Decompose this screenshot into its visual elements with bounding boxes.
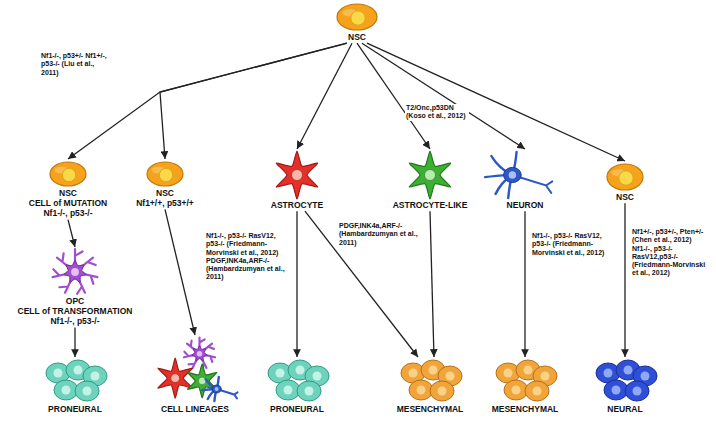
cell-illustration [402, 150, 458, 200]
astrocyte-cell: ASTROCYTE [264, 150, 330, 210]
tumor-cluster: PRONEURAL [261, 358, 333, 414]
lineage-arrow [624, 203, 625, 357]
cell-illustration [42, 358, 108, 404]
cell-label: Nf1-/-, p53-/- [15, 316, 136, 326]
tumor-cluster: PRONEURAL [39, 358, 111, 414]
lineage-arrow [430, 211, 434, 357]
tumor-cluster: NEURAL [589, 358, 661, 414]
lineage-arrow [74, 328, 75, 357]
cell-illustration [592, 358, 658, 404]
lineage-arrow [68, 43, 347, 159]
cell-label: MESENCHYMAL [489, 404, 562, 414]
cell-label: NSC [332, 32, 382, 42]
opc-cell: OPCCELL of TRANSFORMATIONNf1-/-, p53-/- [15, 248, 136, 327]
lineage-arrow [296, 211, 297, 357]
genotype-annotation: Nf1+/-, p53+/-, Pten+/- (Chen et al., 20… [631, 228, 713, 278]
genotype-annotation: Nf1-/-, p53-/- RasV12, p53-/- (Friedmann… [205, 232, 293, 282]
cell-label: CELL LINEAGES [147, 404, 243, 414]
astrocyte-like-cell: ASTROCYTE-LIKE [390, 150, 471, 210]
cell-illustration [335, 2, 379, 32]
lineage-arrow [362, 43, 525, 149]
cell-label: Nf1+/+, p53+/+ [133, 198, 197, 208]
cell-label: OPC [15, 296, 136, 306]
cell-illustration [45, 248, 105, 296]
cell-illustration [492, 358, 558, 404]
neuron-cell: NEURON [487, 150, 563, 210]
cell-illustration [264, 358, 330, 404]
cell-illustration [145, 160, 185, 188]
cell-label: NSC [602, 192, 648, 202]
cell-label: PRONEURAL [39, 404, 111, 414]
lineage-arrow [297, 43, 352, 149]
lineage-arrow [68, 220, 75, 247]
lineage-cluster: CELL LINEAGES [147, 336, 243, 414]
cell-label: NEURON [487, 200, 563, 210]
stem-cell: NSC [332, 2, 382, 42]
genotype-annotation: Nf1-/-, p53+/- Nf1+/-, p53-/- (Liu et al… [40, 52, 108, 77]
stem-cell: NSC [602, 162, 648, 202]
tumor-cluster: MESENCHYMAL [489, 358, 562, 414]
cell-label: CELL of MUTATION [26, 198, 111, 208]
cell-label: PRONEURAL [261, 404, 333, 414]
cell-illustration [48, 160, 88, 188]
genotype-annotation: Nf1-/-, p53-/- RasV12, p53-/- (Friedmann… [531, 232, 619, 257]
lineage-arrow [357, 43, 430, 149]
cell-illustration [490, 150, 560, 200]
stem-cell: NSCCELL of MUTATIONNf1-/-, p53-/- [26, 160, 111, 219]
tumor-cluster: MESENCHYMAL [394, 358, 467, 414]
cell-illustration [267, 150, 327, 200]
cell-label: Nf1-/-, p53-/- [26, 208, 111, 218]
cell-illustration [605, 162, 645, 192]
lineage-arrow [160, 43, 347, 159]
cell-label: NSC [26, 188, 111, 198]
stem-cell: NSCNf1+/+, p53+/+ [133, 160, 197, 208]
cell-label: ASTROCYTE [264, 200, 330, 210]
cell-label: CELL of TRANSFORMATION [15, 306, 136, 316]
cell-label: NSC [133, 188, 197, 198]
genotype-annotation: T2/Onc,p53DN (Koso et al., 2012) [405, 104, 469, 121]
cell-label: NEURAL [589, 404, 661, 414]
lineage-arrow [367, 43, 625, 161]
cell-illustration [397, 358, 463, 404]
cell-label: ASTROCYTE-LIKE [390, 200, 471, 210]
genotype-annotation: PDGF,INK4a,ARF-/- (Hambardzumyan et al.,… [338, 222, 424, 247]
cell-illustration [150, 336, 240, 404]
lineage-arrow [165, 209, 195, 335]
lineage-arrow [524, 211, 525, 357]
cell-label: MESENCHYMAL [394, 404, 467, 414]
